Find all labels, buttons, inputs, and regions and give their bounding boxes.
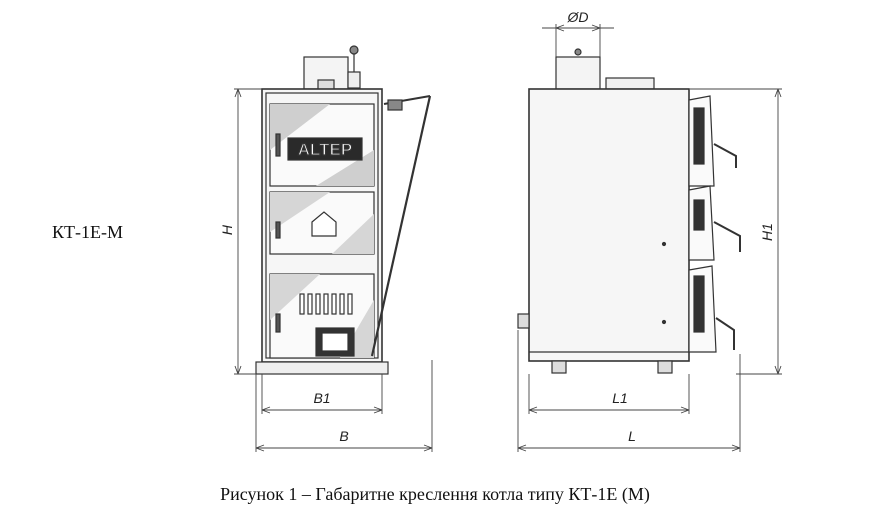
model-label: КТ-1Е-М (52, 222, 123, 242)
dim-label-h1: H1 (759, 223, 775, 241)
dim-label-b: B (339, 428, 348, 444)
dim-label-l1: L1 (612, 390, 628, 406)
dim-label-h: H (219, 224, 235, 235)
brand-plate: ALTEP (298, 140, 352, 159)
side-body (528, 88, 690, 362)
side-chimney (555, 56, 601, 90)
dimension-lines (234, 24, 782, 452)
figure-caption: Рисунок 1 – Габаритне креслення котла ти… (220, 484, 650, 504)
dim-label-l: L (628, 428, 636, 444)
front-base (255, 361, 389, 375)
dim-label-d: ØD (567, 9, 589, 25)
front-view: ALTEP (255, 45, 432, 375)
dim-label-b1: B1 (313, 390, 330, 406)
side-view (517, 48, 741, 374)
